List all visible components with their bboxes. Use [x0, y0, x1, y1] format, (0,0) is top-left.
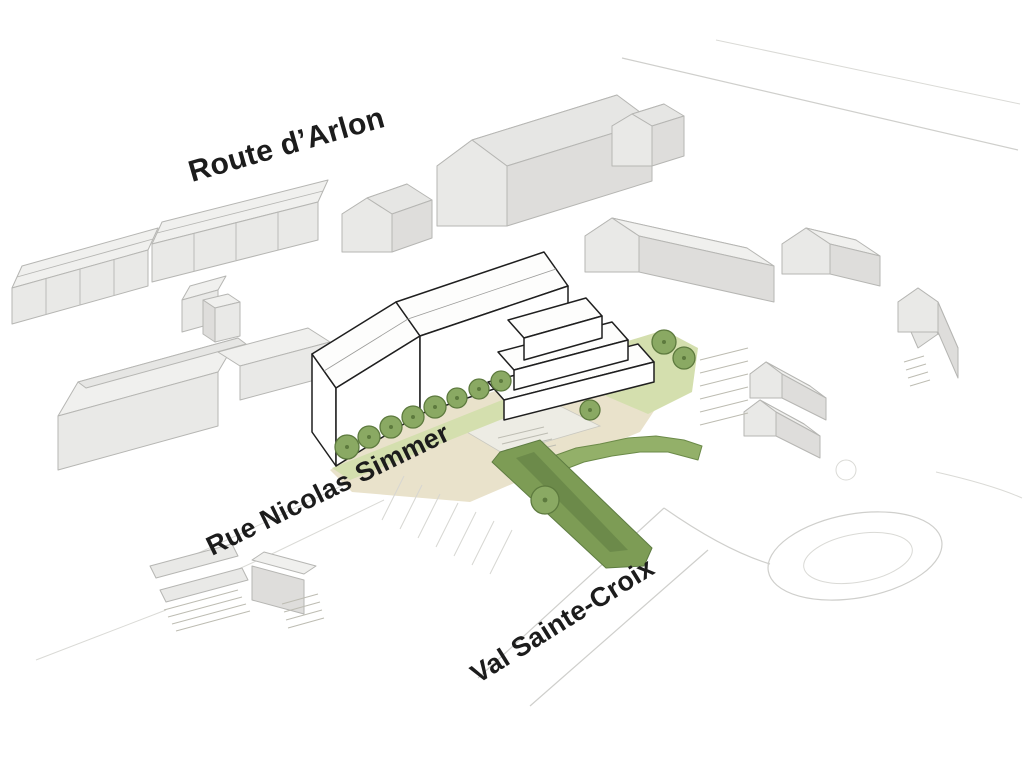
project-stepped-building [487, 297, 655, 421]
building-small-gabled-top [341, 183, 433, 253]
building-annex-top-center [611, 103, 685, 167]
east-lawn-trees [579, 329, 696, 421]
building-far-right-house [897, 287, 959, 387]
building-terrace-row-2 [743, 399, 821, 459]
building-row-arlon-east [151, 179, 329, 283]
stair-hatch-right [903, 355, 931, 387]
street-label-route-darlon: Route d’Arlon [185, 101, 388, 188]
step2-front [513, 339, 629, 391]
slope-hatch [381, 475, 513, 575]
hedge-band [547, 435, 703, 473]
building-left-tower [202, 293, 241, 343]
building-upper-right-2 [781, 227, 881, 287]
street-tree-row [334, 370, 512, 460]
building-long-upper-right [584, 217, 775, 303]
step1-front [523, 315, 603, 361]
ramp-structures-bottom-left [149, 543, 325, 632]
step3-front [503, 361, 655, 421]
building-large-left [57, 293, 331, 471]
street-label-val-sainte-croix: Val Sainte-Croix [465, 552, 659, 689]
building-terrace-row-1 [749, 361, 827, 421]
building-large-top-center [436, 94, 653, 227]
planting [334, 329, 703, 569]
street-lawn-strip [332, 396, 530, 480]
gray-buildings [11, 94, 959, 632]
path-tree [530, 485, 560, 515]
project-slab-building [311, 251, 569, 467]
green-path-inner [516, 452, 628, 552]
terrace-hatch-strip [699, 347, 749, 426]
building-row-arlon-west [11, 227, 159, 325]
